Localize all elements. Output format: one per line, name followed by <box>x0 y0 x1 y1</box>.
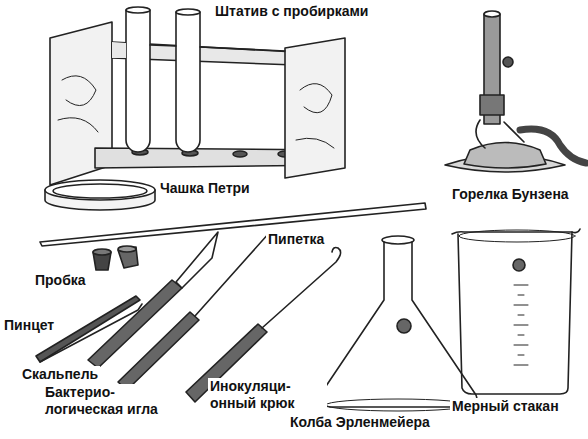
stoppers <box>93 246 138 270</box>
equipment-label: Штатив с пробирками <box>213 3 370 20</box>
equipment-label: Бактерио- логическая игла <box>43 384 177 418</box>
equipment-label: Чашка Петри <box>158 180 252 197</box>
equipment-label: Пипетка <box>266 231 326 248</box>
equipment-label: Инокуляци- онный крюк <box>208 378 327 412</box>
equipment-label: Мерный стакан <box>450 398 561 415</box>
equipment-label: Горелка Бунзена <box>450 186 571 203</box>
bunsen-burner <box>445 11 586 172</box>
pipette <box>40 203 426 246</box>
equipment-label: Пинцет <box>2 317 56 334</box>
test-tubes <box>112 7 285 152</box>
measuring-beaker <box>452 229 580 394</box>
erlenmeyer-flask <box>320 236 477 411</box>
equipment-label: Скальпель <box>20 366 100 383</box>
bacteriological-needle <box>118 232 270 390</box>
petri-dish <box>45 180 155 210</box>
equipment-label: Колба Эрленмейера <box>288 414 432 431</box>
equipment-label: Пробка <box>33 272 88 289</box>
